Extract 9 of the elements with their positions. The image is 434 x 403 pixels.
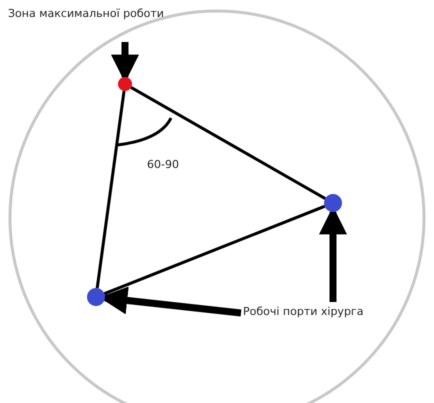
angle-label: 60-90 <box>147 158 179 171</box>
connector-line <box>130 86 326 200</box>
port-marker <box>324 194 342 212</box>
zone-label: Зона максимальної роботи <box>8 6 168 22</box>
point-marker <box>118 77 132 91</box>
port-marker <box>87 288 105 306</box>
connector-line <box>104 204 326 296</box>
ports-label: Робочі порти хірурга <box>243 304 403 320</box>
connector-line <box>96 90 126 288</box>
